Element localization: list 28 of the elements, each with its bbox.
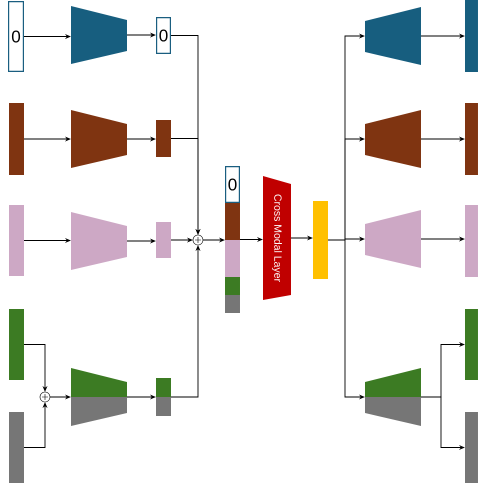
input-bar: 0 (8, 1, 24, 72)
sum-circle (192, 234, 204, 246)
cross-modal-layer: Cross Modal Layer (263, 176, 291, 300)
decoder-trapezoid (365, 110, 421, 168)
decoder-trapezoid (365, 210, 421, 268)
decoder-trapezoid (365, 7, 421, 65)
feature-bar: 0 (156, 17, 171, 54)
output-bar (465, 205, 478, 277)
output-bar (465, 412, 478, 483)
input-bar (9, 103, 24, 175)
input-bar (9, 205, 24, 276)
encoder-trapezoid (71, 6, 127, 64)
fused-feature-bar (313, 201, 328, 279)
encoder-trapezoid (71, 212, 127, 270)
feature-bar (156, 222, 171, 258)
decoder-trapezoid (365, 368, 421, 426)
output-bar (465, 0, 478, 72)
output-bar (465, 309, 478, 380)
concatenated-feature-stack: 0 (225, 166, 240, 313)
input-bar (9, 412, 24, 483)
sum-circle (40, 392, 50, 402)
input-bar (9, 309, 24, 380)
encoder-trapezoid (71, 110, 127, 168)
feature-bar (156, 378, 171, 416)
output-bar (465, 103, 478, 175)
feature-bar (156, 120, 171, 157)
encoder-trapezoid (71, 368, 127, 426)
node-label: 0 (228, 178, 237, 191)
